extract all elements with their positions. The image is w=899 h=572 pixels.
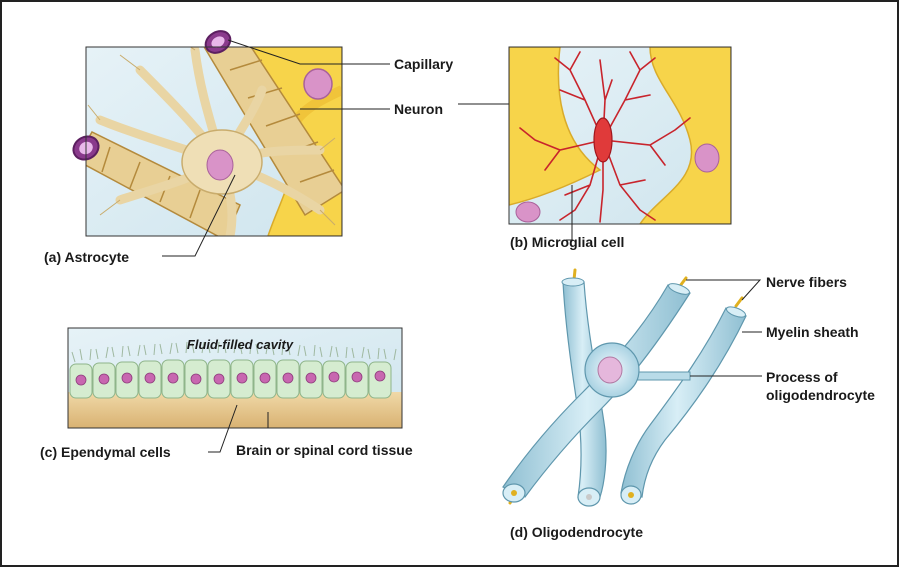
capillary-label: Capillary (394, 56, 453, 72)
cavity-label: Fluid-filled cavity (187, 337, 294, 352)
nerve-fibers-label: Nerve fibers (766, 274, 847, 290)
ependymal-caption: (c) Ependymal cells (40, 444, 171, 460)
nerve-fibers-leader (686, 280, 760, 300)
process-label-line2: oligodendrocyte (766, 387, 875, 403)
neuron-nucleus (304, 69, 332, 99)
ependymal-panel: Fluid-filled cavity (c) Ependymal cells … (40, 328, 413, 460)
microglia-soma (594, 118, 612, 162)
oligodendrocyte-panel: Nerve fibers Myelin sheath Process of ol… (503, 270, 875, 540)
astrocyte-panel: Capillary Neuron (a) Astrocyte (44, 27, 453, 265)
oligodendrocyte-caption: (d) Oligodendrocyte (510, 524, 643, 540)
process-label-line1: Process of (766, 369, 838, 385)
oligodendrocyte-nucleus (598, 357, 622, 383)
microglial-caption: (b) Microglial cell (510, 234, 624, 250)
astrocyte-nucleus (207, 150, 233, 180)
neuron-label: Neuron (394, 101, 443, 117)
myelin-sheath-label: Myelin sheath (766, 324, 859, 340)
astrocyte-caption: (a) Astrocyte (44, 249, 129, 265)
tissue-label: Brain or spinal cord tissue (236, 442, 413, 458)
microglial-panel: (b) Microglial cell (458, 47, 731, 250)
